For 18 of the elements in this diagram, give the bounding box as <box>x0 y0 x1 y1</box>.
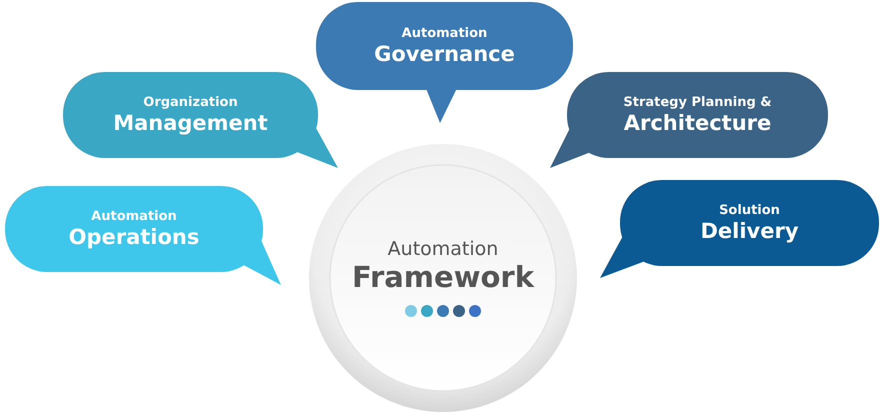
subheading-text: Strategy Planning & <box>623 95 772 111</box>
heading-text: Operations <box>68 224 200 249</box>
speech-bubble <box>316 2 573 123</box>
heading-text: Framework <box>352 260 534 294</box>
speech-bubble <box>5 186 281 285</box>
heading-text: Delivery <box>700 218 799 243</box>
heading-text: Governance <box>374 42 515 66</box>
subheading-text: Solution <box>719 203 780 219</box>
speech-bubble <box>63 72 338 168</box>
heading-text: Management <box>113 110 268 135</box>
heading-text: Architecture <box>624 110 772 135</box>
speech-bubble <box>600 180 879 278</box>
central-circle <box>308 143 578 413</box>
subheading-text: Organization <box>143 95 238 111</box>
subheading-text: Automation <box>402 26 488 42</box>
subheading-text: Automation <box>91 209 177 225</box>
speech-bubble <box>550 72 828 168</box>
subheading-text: Automation <box>388 238 498 261</box>
